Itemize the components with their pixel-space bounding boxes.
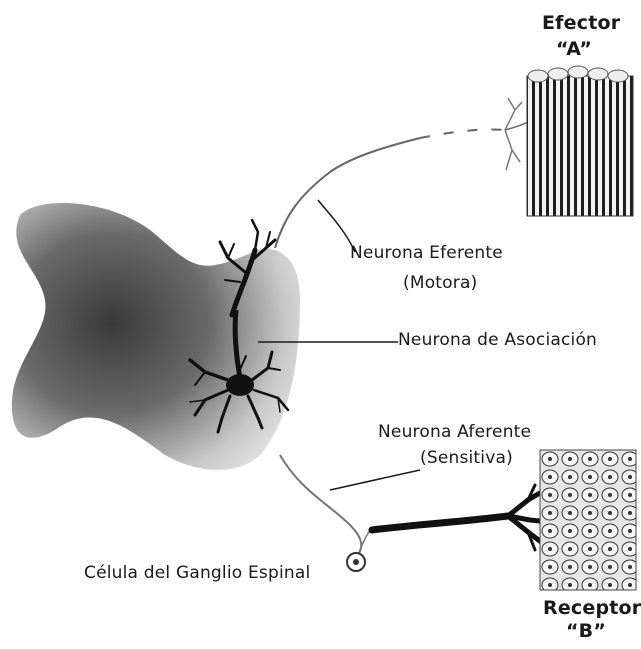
- receptor-letter: “B”: [566, 620, 606, 642]
- afferent-fiber: [372, 516, 508, 530]
- ganglion-cell-label: Célula del Ganglio Espinal: [84, 563, 310, 583]
- receptor-title: Receptor: [543, 597, 641, 619]
- afferent-nerve-root: [280, 455, 361, 555]
- efferent-neuron-sublabel: (Motora): [403, 273, 477, 293]
- effector-muscle: [527, 66, 633, 216]
- effector-title: Efector: [542, 12, 620, 34]
- ganglion-cell-shape: [347, 553, 365, 571]
- effector-letter: “A”: [556, 38, 592, 60]
- receptor-epithelium: [540, 450, 636, 590]
- association-neuron-label: Neurona de Asociación: [398, 330, 597, 350]
- afferent-neuron-label: Neurona Aferente: [378, 422, 531, 442]
- afferent-neuron-sublabel: (Sensitiva): [420, 448, 513, 468]
- efferent-nerve: [275, 98, 528, 248]
- efferent-neuron-label: Neurona Eferente: [350, 243, 503, 263]
